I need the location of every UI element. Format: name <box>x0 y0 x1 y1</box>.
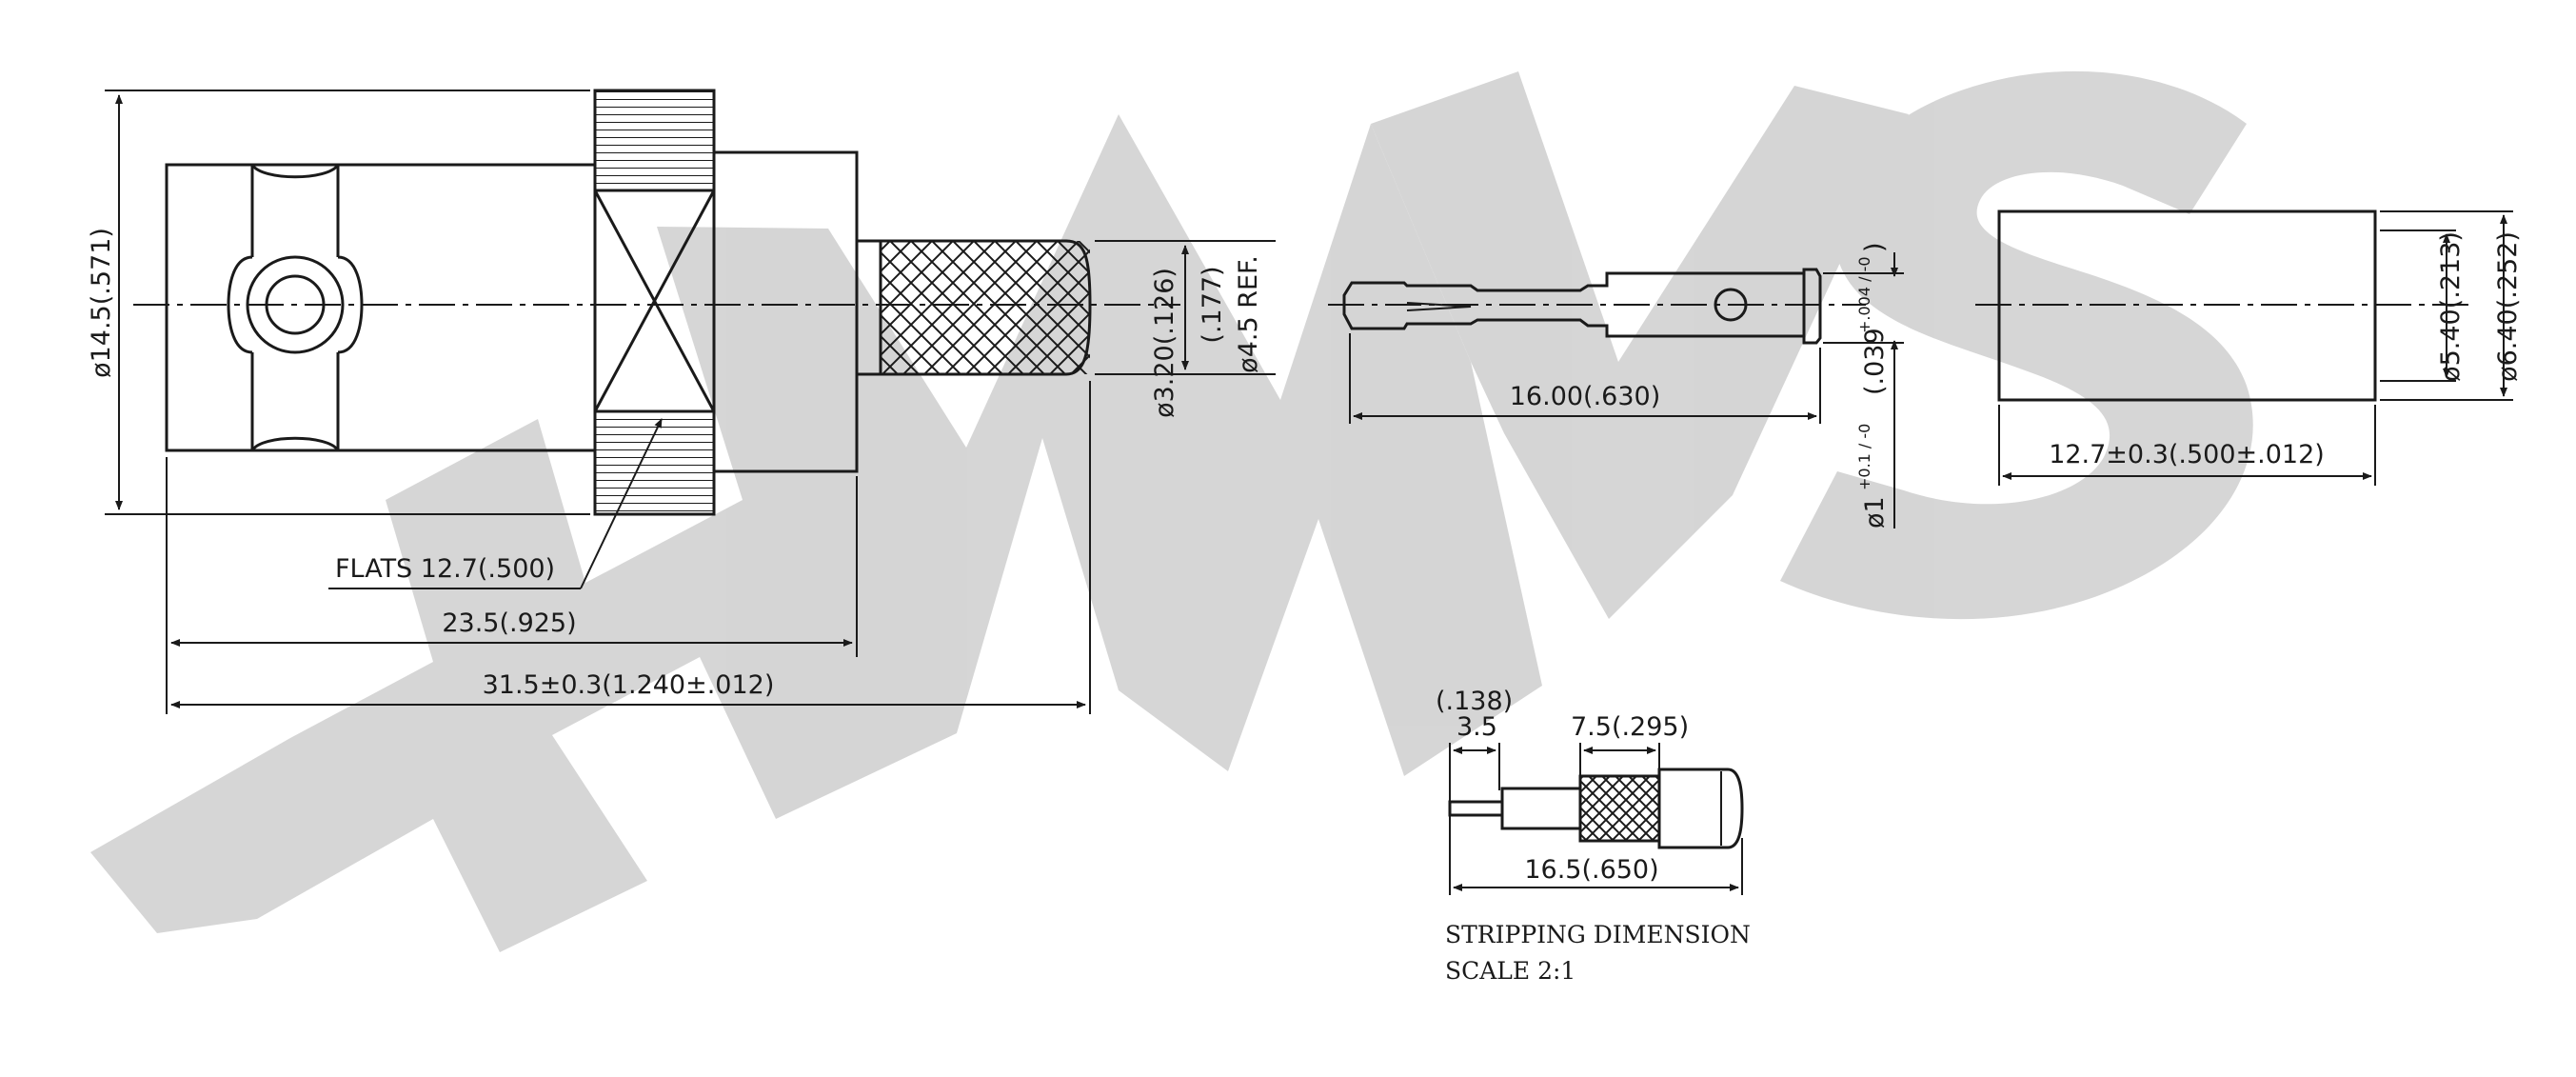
stripping-title: STRIPPING DIMENSION <box>1445 921 1751 948</box>
crimp-ferrule: ø5.40(.213) ø6.40(.252) 12.7±0.3(.500±.0… <box>1975 209 2523 486</box>
dim-pin-dia-inch-tol: +.004 / -0 <box>1855 256 1873 333</box>
dim-ferrule-length: 12.7±0.3(.500±.012) <box>2049 440 2325 469</box>
dim-pin-dia-close: ) <box>1860 242 1890 252</box>
dim-pin-dia: ø1 <box>1860 496 1890 529</box>
dim-crimp-c: ø4.5 REF. <box>1234 255 1263 373</box>
watermark-hmws <box>90 70 2253 952</box>
watermark-letter-m <box>743 114 1542 776</box>
cable-braid <box>1580 776 1659 841</box>
bayonet-stud-outer <box>246 255 345 354</box>
dim-body-length: 23.5(.925) <box>442 608 576 638</box>
watermark-letter-s <box>1780 70 2253 620</box>
dim-crimp-a: ø3.20(.126) <box>1150 268 1179 418</box>
ferrule-body <box>1997 209 2377 402</box>
dim-flats: FLATS 12.7(.500) <box>335 554 555 584</box>
dim-ferrule-inner: ø5.40(.213) <box>2436 231 2466 382</box>
bayonet-stud-inner <box>265 274 326 335</box>
crimp-sleeve <box>879 239 1092 376</box>
dim-ferrule-outer: ø6.40(.252) <box>2493 231 2523 382</box>
stripping-dimension-view: (.138) 3.5 7.5(.295) 16.5(.650) STRIPPIN… <box>1436 687 1751 985</box>
nut-knurl-top <box>595 90 714 190</box>
dim-outer-diameter: ø14.5(.571) <box>87 228 116 378</box>
cable-center-conductor <box>1448 800 1504 817</box>
dim-pin-length: 16.00(.630) <box>1510 382 1660 411</box>
pin-slot <box>1406 302 1472 311</box>
bnc-connector-side-view: ø14.5(.571) FLATS 12.7(.500) 23.5(.925) … <box>87 89 1276 714</box>
nut-knurl-bottom <box>595 411 714 514</box>
dim-strip-total: 16.5(.650) <box>1524 855 1658 885</box>
pin-outline <box>1342 268 1822 345</box>
cable-dielectric <box>1500 787 1582 830</box>
pin-diameter-label: ø1 +0.1 / -0 (.039 +.004 / -0 ) <box>1855 242 1890 529</box>
stripping-scale: SCALE 2:1 <box>1445 957 1575 985</box>
slot-bottom <box>250 436 340 452</box>
flat-cross <box>593 189 716 412</box>
flats-leader <box>580 418 663 589</box>
dim-strip-a: 3.5 <box>1456 712 1497 742</box>
dim-strip-b: 7.5(.295) <box>1571 712 1689 742</box>
stud-side <box>337 255 364 354</box>
stud-side <box>227 255 253 354</box>
dim-pin-dia-inch: (.039 <box>1860 328 1890 395</box>
dim-total-length: 31.5±0.3(1.240±.012) <box>483 670 775 700</box>
watermark-letter-w <box>1371 71 1909 619</box>
dim-pin-dia-tol: +0.1 / -0 <box>1855 424 1873 490</box>
pin-hole <box>1714 288 1748 322</box>
slot-top <box>250 163 340 179</box>
crimp-sleeve-knurl <box>881 241 1090 374</box>
cable-jacket <box>1657 768 1744 849</box>
contact-pin: 16.00(.630) ø1 +0.1 / -0 (.039 +.004 / -… <box>1328 242 1904 529</box>
dim-strip-a-inch: (.138) <box>1436 687 1513 716</box>
connector-body <box>165 163 597 452</box>
dim-crimp-b: (.177) <box>1198 266 1227 343</box>
